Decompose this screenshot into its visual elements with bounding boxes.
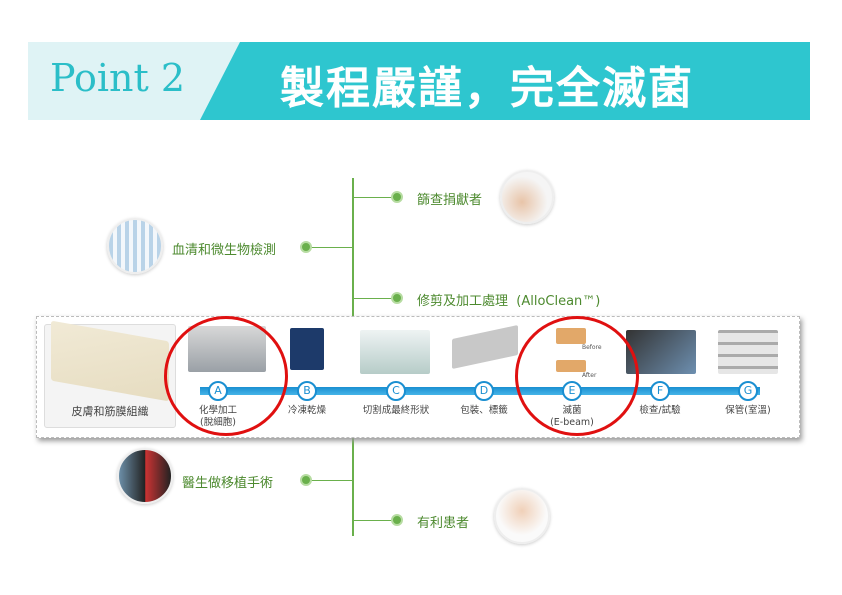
flow-benefit: 有利患者 (417, 516, 470, 531)
highlight-circle-e (515, 316, 639, 436)
step-f-label: 檢查/試驗 (615, 405, 705, 417)
step-c-label: 切割成最終形狀 (351, 405, 441, 417)
point-label: Point 2 (50, 56, 186, 100)
patient-photo (494, 488, 550, 544)
step-label-text: 檢查/試驗 (639, 405, 681, 416)
step-label-text: 冷凍乾燥 (287, 405, 326, 416)
screening-photo (500, 170, 554, 224)
tissue-image (51, 320, 169, 402)
header-band (200, 42, 810, 120)
step-b-marker: B (297, 381, 317, 401)
flow-dot (300, 241, 312, 253)
step-d-label: 包裝、標籤 (439, 405, 529, 417)
flow-trimming: 修剪及加工處理 (AlloClean™) (417, 294, 601, 309)
connector (353, 520, 397, 521)
flow-surgery: 醫生做移植手術 (182, 476, 274, 491)
flow-dot (391, 514, 403, 526)
test-tubes-photo (107, 218, 163, 274)
flow-dot (391, 191, 403, 203)
tissue-card: 皮膚和筋膜組織 (44, 320, 176, 428)
connector (353, 298, 397, 299)
connector (306, 480, 353, 481)
page-title: 製程嚴謹，完全滅菌 (280, 63, 694, 114)
step-c-marker: C (386, 381, 406, 401)
step-label-text: 包裝、標籤 (460, 405, 508, 416)
surgery-photo (117, 448, 173, 504)
connector (353, 197, 397, 198)
step-f-marker: F (650, 381, 670, 401)
step-label-text: 保管(室溫) (725, 405, 771, 416)
step-g-marker: G (738, 381, 758, 401)
step-b-label: 冷凍乾燥 (262, 405, 352, 417)
storage-photo (718, 330, 778, 374)
flow-screening: 篩查捐獻者 (417, 193, 483, 208)
tissue-label: 皮膚和筋膜組織 (71, 405, 149, 418)
highlight-circle-a (164, 316, 288, 436)
flow-dot (391, 292, 403, 304)
step-d-marker: D (474, 381, 494, 401)
step-label-text: 切割成最終形狀 (362, 405, 430, 416)
step-g-label: 保管(室溫) (703, 405, 793, 417)
flow-dot (300, 474, 312, 486)
flow-testing: 血清和微生物檢測 (172, 243, 277, 258)
freeze-dryer-photo (290, 328, 324, 370)
connector (306, 247, 353, 248)
cutting-photo (360, 330, 430, 374)
